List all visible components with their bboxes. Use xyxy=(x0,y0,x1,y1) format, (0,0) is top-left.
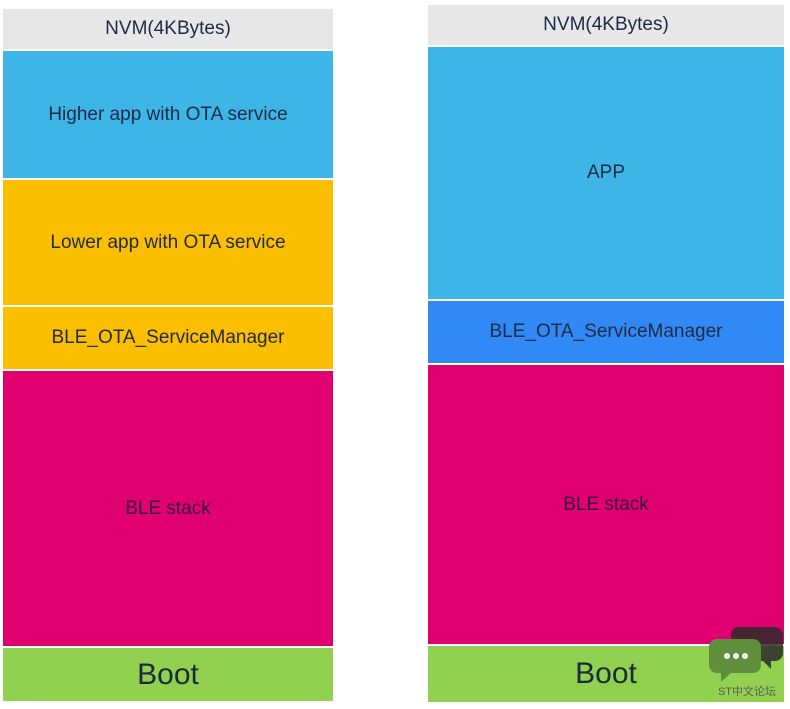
nvm-block-left: NVM(4KBytes) xyxy=(3,9,333,51)
service-manager-label-right: BLE_OTA_ServiceManager xyxy=(489,321,723,342)
chat-bubble-icon xyxy=(709,627,783,682)
ble-stack-block-right: BLE stack xyxy=(428,365,784,646)
service-manager-block-right: BLE_OTA_ServiceManager xyxy=(428,301,784,365)
ble-stack-label-right: BLE stack xyxy=(563,493,649,515)
memory-map-left: NVM(4KBytes) Higher app with OTA service… xyxy=(3,9,333,701)
boot-label-right: Boot xyxy=(575,657,637,690)
nvm-label-left: NVM(4KBytes) xyxy=(105,18,231,39)
nvm-label-right: NVM(4KBytes) xyxy=(543,14,669,35)
boot-label-left: Boot xyxy=(137,657,199,691)
watermark: ST中文论坛 xyxy=(709,625,785,703)
lower-app-block: Lower app with OTA service xyxy=(3,180,333,307)
higher-app-block: Higher app with OTA service xyxy=(3,51,333,180)
nvm-block-right: NVM(4KBytes) xyxy=(428,5,784,47)
ble-stack-label-left: BLE stack xyxy=(125,497,211,519)
app-block: APP xyxy=(428,47,784,301)
higher-app-label: Higher app with OTA service xyxy=(48,103,288,125)
watermark-text: ST中文论坛 xyxy=(717,686,777,698)
lower-app-label: Lower app with OTA service xyxy=(50,231,286,253)
service-manager-label-left: BLE_OTA_ServiceManager xyxy=(51,327,285,348)
service-manager-block-left: BLE_OTA_ServiceManager xyxy=(3,307,333,371)
boot-block-left: Boot xyxy=(3,648,333,701)
app-label: APP xyxy=(586,162,626,183)
ble-stack-block-left: BLE stack xyxy=(3,371,333,648)
memory-map-right: NVM(4KBytes) APP BLE_OTA_ServiceManager … xyxy=(428,5,784,702)
